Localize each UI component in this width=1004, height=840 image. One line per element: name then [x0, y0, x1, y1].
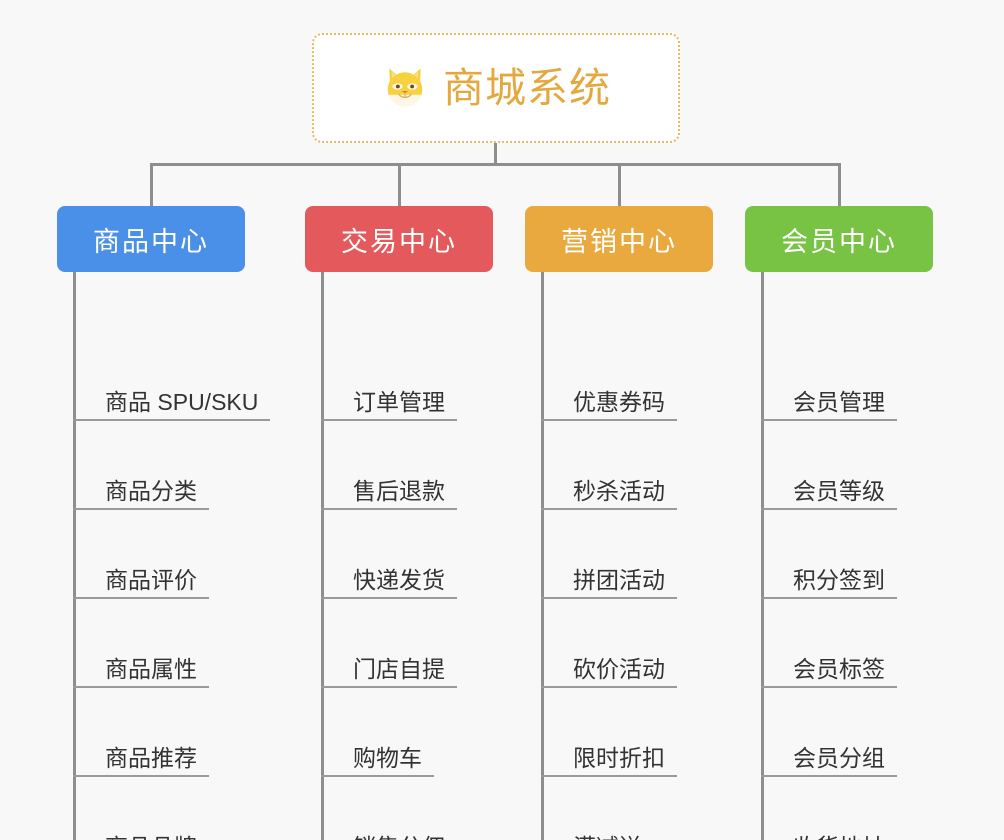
category-box-2[interactable]: 交易中心 — [305, 206, 493, 272]
leaf-underline — [73, 508, 209, 510]
leaf-label: 商品 SPU/SKU — [105, 389, 259, 415]
category-box-1[interactable]: 商品中心 — [57, 206, 245, 272]
shiba-dog-face-icon — [381, 64, 429, 112]
leaf-label: 商品品牌 — [105, 836, 197, 840]
leaf-underline — [541, 597, 677, 599]
leaf-underline — [321, 686, 457, 688]
leaf-underline — [73, 419, 271, 421]
leaf-underline — [541, 775, 677, 777]
leaf-label: 砍价活动 — [573, 656, 665, 682]
leaf-label: 商品推荐 — [105, 745, 197, 771]
connector-drop-2 — [398, 163, 401, 206]
leaf-label: 商品评价 — [105, 567, 197, 593]
category-column-2: 交易中心订单管理售后退款快递发货门店自提购物车销售分佣 — [305, 206, 493, 840]
leaf-underline — [541, 508, 677, 510]
leaf-label: 满减送 — [573, 836, 642, 840]
leaf-label: 限时折扣 — [573, 745, 665, 771]
leaf-label: 订单管理 — [353, 389, 445, 415]
leaf-label: 秒杀活动 — [573, 478, 665, 504]
leaf-underline — [541, 419, 677, 421]
leaf-label: 门店自提 — [353, 656, 445, 682]
leaf-underline — [761, 419, 897, 421]
leaf-label: 销售分佣 — [353, 836, 445, 840]
category-column-4: 会员中心会员管理会员等级积分签到会员标签会员分组收货地址 — [745, 206, 933, 840]
category-box-3[interactable]: 营销中心 — [525, 206, 713, 272]
leaf-underline — [541, 686, 677, 688]
category-box-4[interactable]: 会员中心 — [745, 206, 933, 272]
leaf-underline — [73, 597, 209, 599]
leaf-underline — [321, 419, 457, 421]
leaf-underline — [761, 508, 897, 510]
trunk-line-4 — [761, 272, 764, 840]
leaf-label: 购物车 — [353, 745, 422, 771]
leaf-label: 快递发货 — [353, 567, 445, 593]
category-column-3: 营销中心优惠券码秒杀活动拼团活动砍价活动限时折扣满减送 — [525, 206, 713, 840]
connector-drop-4 — [838, 163, 841, 206]
leaf-label: 售后退款 — [353, 478, 445, 504]
leaf-underline — [761, 775, 897, 777]
leaf-underline — [321, 508, 457, 510]
trunk-line-3 — [541, 272, 544, 840]
leaf-label: 收货地址 — [793, 836, 885, 840]
leaf-label: 拼团活动 — [573, 567, 665, 593]
root-title: 商城系统 — [443, 64, 611, 111]
connector-root-stem — [494, 143, 497, 165]
leaf-label: 会员分组 — [793, 745, 885, 771]
trunk-line-1 — [73, 272, 76, 840]
connector-drop-1 — [150, 163, 153, 206]
leaf-underline — [321, 775, 434, 777]
leaf-label: 积分签到 — [793, 567, 885, 593]
leaf-underline — [761, 597, 897, 599]
connector-horizontal-bus — [150, 163, 840, 166]
leaf-label: 商品分类 — [105, 478, 197, 504]
leaf-label: 商品属性 — [105, 656, 197, 682]
leaf-label: 优惠券码 — [573, 389, 665, 415]
trunk-line-2 — [321, 272, 324, 840]
root-node[interactable]: 商城系统 — [312, 33, 680, 143]
leaf-underline — [73, 686, 209, 688]
leaf-underline — [761, 686, 897, 688]
leaf-label: 会员管理 — [793, 389, 885, 415]
leaf-label: 会员等级 — [793, 478, 885, 504]
leaf-underline — [73, 775, 209, 777]
connector-drop-3 — [618, 163, 621, 206]
leaf-underline — [321, 597, 457, 599]
leaf-label: 会员标签 — [793, 656, 885, 682]
